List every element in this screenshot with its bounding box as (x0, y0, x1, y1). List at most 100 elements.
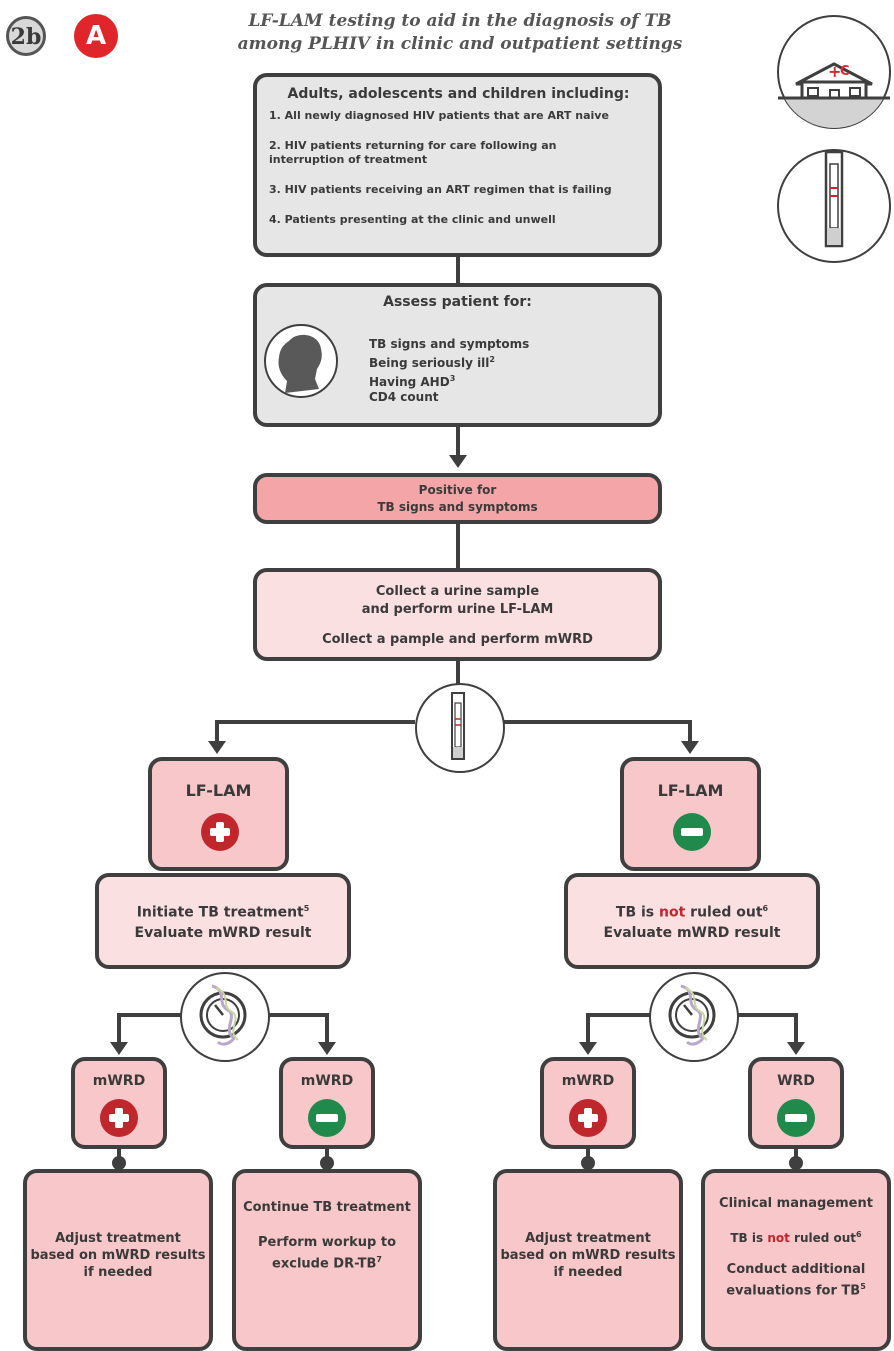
positive-sign-icon (100, 1099, 138, 1137)
diagram-title: LF-LAM testing to aid in the diagnosis o… (210, 10, 710, 56)
connector-line (794, 1013, 798, 1043)
connector-line (688, 720, 692, 742)
action-line-1: Initiate TB treatment (136, 904, 304, 921)
assess-list: TB signs and symptoms Being seriously il… (369, 337, 529, 405)
clinic-letter: C (840, 64, 850, 79)
tb-not-ruled-out-box: TB is not ruled out6 Evaluate mWRD resul… (564, 873, 820, 969)
patient-profile-icon (263, 323, 339, 399)
initiate-treatment-box: Initiate TB treatment5 Evaluate mWRD res… (95, 873, 351, 969)
outcome-line: evaluations for TB (726, 1283, 861, 1299)
outcome-line: exclude DR-TB (272, 1256, 377, 1272)
collect-line-2: and perform urine LF-LAM (361, 602, 554, 617)
title-line-2: among PLHIV in clinic and outpatient set… (237, 34, 683, 54)
test-label: WRD (777, 1073, 815, 1089)
collect-sample-box: Collect a urine sample and perform urine… (253, 568, 662, 661)
mwrd-negative-box: mWRD (279, 1057, 375, 1149)
section-letter-badge: A (74, 14, 118, 58)
connector-line (456, 524, 460, 568)
arrow-head (208, 741, 226, 754)
mwrd-timer-icon (649, 972, 739, 1062)
connector-dot (320, 1156, 334, 1170)
connector-line (586, 1013, 650, 1017)
mwrd-timer-icon (180, 972, 270, 1062)
connector-line (215, 720, 415, 724)
positive-line-1: Positive for (418, 483, 497, 497)
outcome-line: Adjust treatment (55, 1231, 181, 1246)
eligibility-item: 1. All newly diagnosed HIV patients that… (269, 109, 609, 122)
connector-line (456, 661, 460, 689)
assess-item: TB signs and symptoms (369, 337, 530, 351)
eligibility-item: 2. HIV patients returning for care follo… (269, 139, 557, 166)
connector-line (117, 1013, 121, 1043)
eligibility-box: Adults, adolescents and children includi… (253, 73, 662, 257)
adjust-treatment-box: Adjust treatment based on mWRD results i… (493, 1169, 683, 1351)
negative-sign-icon (308, 1099, 346, 1137)
eligibility-item: 3. HIV patients receiving an ART regimen… (269, 183, 612, 196)
mwrd-positive-box: mWRD (540, 1057, 636, 1149)
test-label: mWRD (561, 1073, 615, 1089)
connector-dot (789, 1156, 803, 1170)
clinic-cross-icon: + (828, 62, 842, 81)
eligibility-item: 4. Patients presenting at the clinic and… (269, 213, 556, 226)
assess-item: Being seriously ill2 (369, 355, 495, 370)
adjust-treatment-box: Adjust treatment based on mWRD results i… (23, 1169, 213, 1351)
eligibility-heading: Adults, adolescents and children includi… (287, 86, 630, 102)
assess-box: Assess patient for: TB signs and symptom… (253, 283, 662, 427)
arrow-head (449, 455, 467, 468)
arrow-head (318, 1042, 336, 1055)
connector-line (215, 720, 219, 742)
connector-dot (581, 1156, 595, 1170)
clinical-management-box: Clinical management TB is not ruled out6… (701, 1169, 891, 1351)
outcome-line: based on mWRD results (30, 1248, 206, 1263)
assess-heading: Assess patient for: (383, 294, 532, 310)
collect-line-1: Collect a urine sample (375, 584, 540, 599)
mwrd-positive-box: mWRD (71, 1057, 167, 1149)
test-label: LF-LAM (657, 781, 724, 800)
lflam-negative-box: LF-LAM (620, 757, 761, 871)
action-line-2: Evaluate mWRD result (134, 924, 312, 941)
positive-symptoms-box: Positive for TB signs and symptoms (253, 473, 662, 524)
action-line-2: Evaluate mWRD result (603, 924, 781, 941)
test-label: mWRD (300, 1073, 354, 1089)
test-strip-icon (415, 683, 505, 773)
outcome-line: Clinical management (719, 1196, 873, 1211)
outcome-line: Continue TB treatment (243, 1200, 411, 1215)
connector-dot (112, 1156, 126, 1170)
test-label: mWRD (92, 1073, 146, 1089)
positive-sign-icon (569, 1099, 607, 1137)
continue-treatment-box: Continue TB treatment Perform workup to … (232, 1169, 422, 1351)
connector-line (117, 1013, 181, 1017)
wrd-negative-box: WRD (748, 1057, 844, 1149)
title-line-1: LF-LAM testing to aid in the diagnosis o… (248, 11, 672, 31)
not-emphasis: not (659, 904, 686, 921)
arrow-head (787, 1042, 805, 1055)
test-strip-icon (776, 148, 892, 264)
connector-line (734, 1013, 798, 1017)
arrow-head (110, 1042, 128, 1055)
negative-sign-icon (777, 1099, 815, 1137)
clinic-icon: + C (776, 14, 892, 130)
connector-line (586, 1013, 590, 1043)
collect-line-3: Collect a pample and perform mWRD (322, 632, 593, 647)
arrow-head (579, 1042, 597, 1055)
arrow-head (681, 741, 699, 754)
connector-line (456, 257, 460, 283)
assess-item: Having AHD3 (369, 374, 456, 389)
outcome-line: if needed (83, 1265, 153, 1280)
positive-sign-icon (201, 813, 239, 851)
outcome-line: based on mWRD results (500, 1248, 676, 1263)
negative-sign-icon (673, 813, 711, 851)
outcome-line: if needed (553, 1265, 623, 1280)
connector-line (456, 427, 460, 457)
connector-line (265, 1013, 329, 1017)
outcome-line: Adjust treatment (525, 1231, 651, 1246)
outcome-line: Conduct additional (726, 1262, 866, 1277)
not-emphasis: not (767, 1231, 790, 1245)
connector-line (500, 720, 692, 724)
test-label: LF-LAM (185, 781, 252, 800)
outcome-line: Perform workup to (257, 1235, 397, 1250)
step-badge: 2b (6, 16, 46, 56)
lflam-positive-box: LF-LAM (148, 757, 289, 871)
positive-line-2: TB signs and symptoms (377, 500, 538, 514)
assess-item: CD4 count (369, 390, 439, 404)
